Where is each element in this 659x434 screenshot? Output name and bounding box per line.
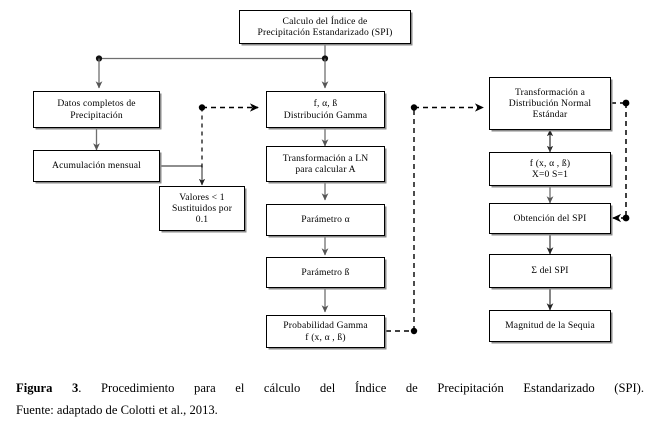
- node-fx-estandar-label: f (x, α , ß) X=0 S=1: [529, 157, 571, 180]
- node-transformacion-normal[interactable]: Transformación a Distribución Normal Est…: [489, 77, 611, 130]
- node-suma-spi[interactable]: Σ del SPI: [489, 254, 611, 288]
- node-fx-estandar[interactable]: f (x, α , ß) X=0 S=1: [489, 152, 611, 186]
- connector-right-feedback: [611, 99, 630, 223]
- figure-caption: Figura 3. Procedimiento para el cálculo …: [16, 378, 644, 421]
- node-valores-sustituidos[interactable]: Valores < 1 Sustituidos por 0.1: [159, 186, 245, 231]
- flowchart-diagram: Calculo del Índice de Precipitación Esta…: [33, 10, 630, 348]
- node-obtencion-spi-label: Obtención del SPI: [513, 212, 587, 224]
- figure-caption-source: Fuente: adaptado de Colotti et al., 2013…: [16, 402, 218, 417]
- node-transformacion-normal-label: Transformación a Distribución Normal Est…: [508, 86, 592, 121]
- connector-title-bus: [95, 44, 329, 89]
- node-obtencion-spi[interactable]: Obtención del SPI: [489, 203, 611, 234]
- node-acumulacion-label: Acumulación mensual: [52, 160, 141, 172]
- figure-caption-number: Figura 3: [16, 381, 79, 395]
- connector-dashed-riser: [386, 103, 484, 335]
- node-probabilidad-gamma-label: Probabilidad Gamma f (x, α , ß): [283, 320, 368, 343]
- node-gamma-label: f, α, ß Distribución Gamma: [283, 98, 368, 121]
- node-parametro-alpha-label: Parámetro α: [301, 214, 350, 226]
- node-datos-completos[interactable]: Datos completos de Precipitación: [33, 91, 160, 128]
- connector-acumulacion-to-valores: [160, 165, 206, 186]
- node-title-label: Calculo del Índice de Precipitación Esta…: [257, 15, 393, 38]
- node-parametro-alpha[interactable]: Parámetro α: [266, 204, 385, 236]
- node-distribucion-gamma[interactable]: f, α, ß Distribución Gamma: [266, 91, 385, 128]
- node-parametro-beta[interactable]: Parámetro ß: [266, 257, 385, 288]
- node-acumulacion-mensual[interactable]: Acumulación mensual: [33, 150, 160, 182]
- connector-layer: [93, 44, 630, 335]
- node-suma-spi-label: Σ del SPI: [531, 265, 569, 277]
- node-datos-label: Datos completos de Precipitación: [57, 98, 136, 121]
- node-parametro-beta-label: Parámetro ß: [301, 266, 350, 278]
- node-transformacion-ln[interactable]: Transformación a LN para calcular A: [266, 146, 385, 182]
- node-title-calculo-spi[interactable]: Calculo del Índice de Precipitación Esta…: [239, 10, 411, 44]
- node-magnitud-sequia-label: Magnitud de la Sequia: [505, 320, 595, 332]
- figure-caption-text: . Procedimiento para el cálculo del Índi…: [78, 381, 645, 395]
- node-magnitud-sequia[interactable]: Magnitud de la Sequia: [489, 310, 611, 342]
- figure-caption-line1: Figura 3. Procedimiento para el cálculo …: [16, 378, 644, 400]
- connector-dashed-branch: [198, 103, 259, 168]
- node-probabilidad-gamma[interactable]: Probabilidad Gamma f (x, α , ß): [266, 315, 385, 348]
- node-ln-label: Transformación a LN para calcular A: [282, 152, 369, 175]
- node-valores-label: Valores < 1 Sustituidos por 0.1: [171, 191, 233, 226]
